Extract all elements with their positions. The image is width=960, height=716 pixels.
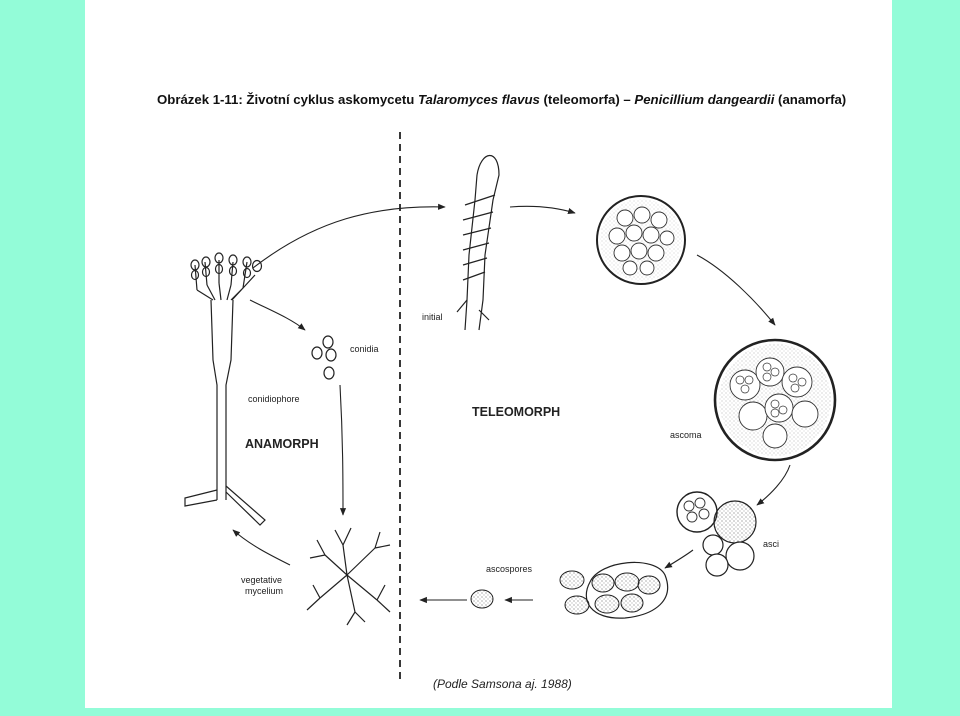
arrow-to-initial	[252, 203, 446, 269]
figure-caption: (Podle Samsona aj. 1988)	[433, 677, 572, 691]
label-conidia: conidia	[350, 344, 379, 354]
young-ascoma-drawing	[596, 195, 686, 285]
label-mycelium: mycelium	[245, 586, 283, 596]
ascospore-sac-drawing	[470, 561, 669, 619]
arrow-mycelium-to-conidiophore	[232, 529, 291, 566]
arrow-to-asci	[756, 464, 791, 506]
conidia-drawing	[311, 335, 337, 380]
ascoma-drawing	[713, 338, 837, 462]
label-ascospores: ascospores	[486, 564, 533, 574]
label-asci: asci	[763, 539, 779, 549]
asci-drawing	[676, 491, 757, 577]
conidiophore-drawing	[184, 252, 266, 526]
label-vegetative: vegetative	[241, 575, 282, 585]
arrow-to-ascoma	[696, 254, 776, 326]
label-initial: initial	[422, 312, 443, 322]
cycle-arrows	[232, 203, 791, 604]
arrow-to-ascospores	[664, 549, 694, 569]
arrow-conidia-to-mycelium	[339, 384, 347, 516]
arrow-to-conidia	[249, 299, 306, 331]
figure-title: Obrázek 1-11: Životní cyklus askomycetu …	[157, 92, 846, 107]
label-teleomorph: TELEOMORPH	[472, 405, 560, 419]
arrow-to-young-ascoma	[509, 205, 576, 214]
label-anamorph: ANAMORPH	[245, 437, 319, 451]
slide: Obrázek 1-11: Životní cyklus askomycetu …	[85, 0, 892, 708]
mycelium-drawing	[306, 527, 391, 626]
label-ascoma: ascoma	[670, 430, 702, 440]
label-conidiophore: conidiophore	[248, 394, 300, 404]
life-cycle-diagram: Obrázek 1-11: Životní cyklus askomycetu …	[157, 92, 846, 691]
initial-drawing	[456, 155, 500, 331]
